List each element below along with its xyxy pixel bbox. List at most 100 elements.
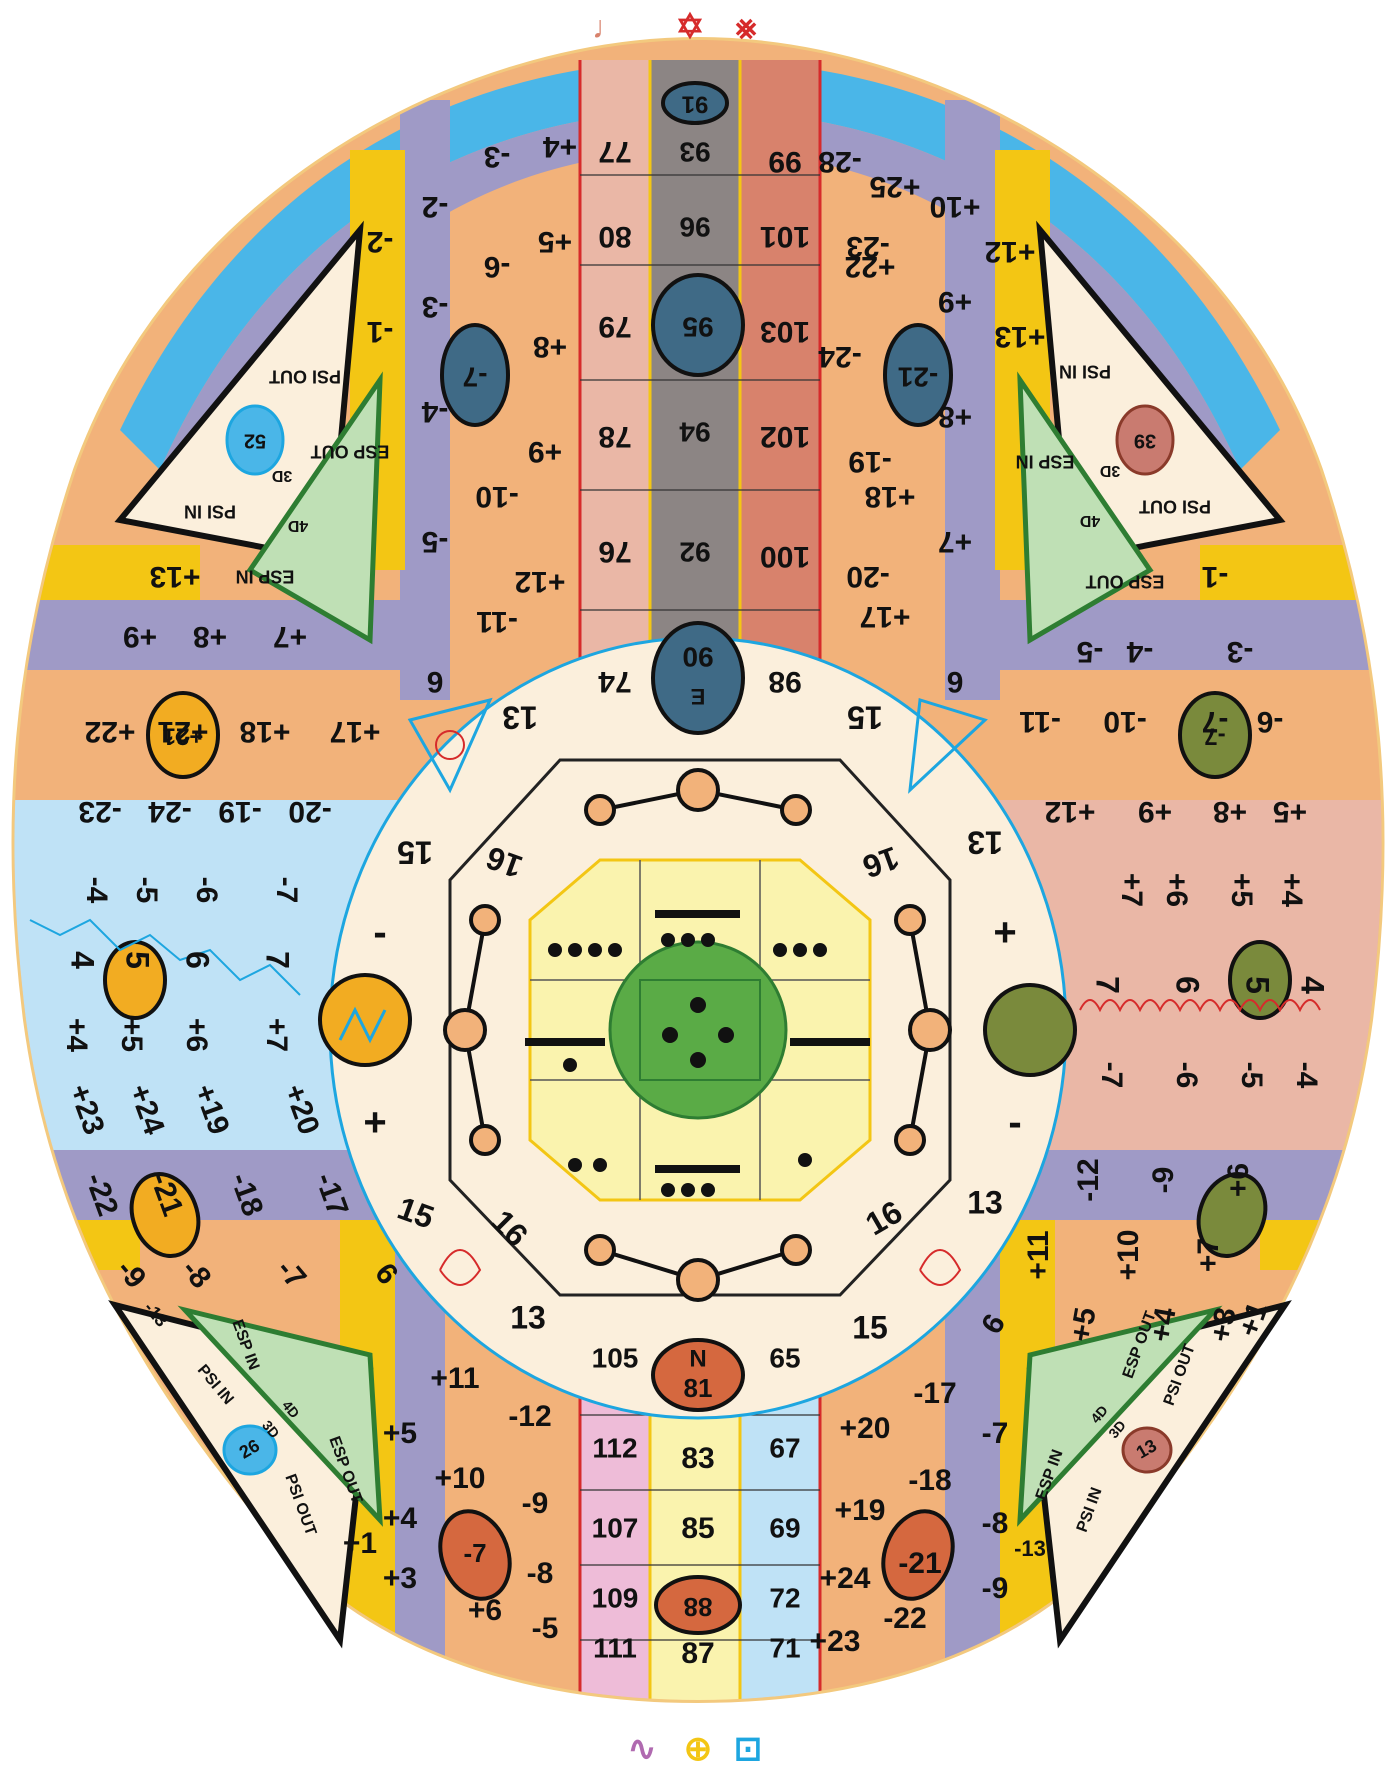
- region-label: 90: [682, 642, 713, 673]
- region-label: +9: [123, 620, 157, 653]
- region-label: +9: [528, 435, 562, 468]
- region-label: ESP IN: [1016, 451, 1075, 471]
- region-label: -21: [898, 1547, 941, 1580]
- region-label: 6: [1170, 976, 1206, 994]
- region-label: +13: [995, 320, 1046, 353]
- region-label: +7: [938, 525, 972, 558]
- region-label: +6: [1160, 873, 1193, 907]
- region-label: +3: [383, 1562, 417, 1595]
- region-label: PSI OUT: [1139, 496, 1211, 516]
- region-label: 4: [1295, 976, 1331, 994]
- region-label: 92: [679, 537, 710, 568]
- region-label: -4: [421, 395, 448, 428]
- region-label: 13: [967, 1184, 1003, 1220]
- region-label: -11: [476, 605, 518, 638]
- region-label: +17: [330, 715, 381, 748]
- region-label: -22: [883, 1602, 926, 1635]
- region-label: -1: [1202, 560, 1229, 593]
- region-label: 109: [592, 1582, 639, 1613]
- region-label: -18: [908, 1464, 951, 1497]
- region-label: +5: [538, 225, 572, 258]
- region-label: -10: [475, 480, 518, 513]
- region-label: +23: [810, 1625, 861, 1658]
- region-label: PSI IN: [1059, 361, 1111, 381]
- region-label: 15: [847, 700, 883, 736]
- region-label: -: [373, 911, 386, 955]
- region-label: 77: [598, 135, 631, 168]
- region-label: 4D: [288, 517, 308, 534]
- region-label: -20: [846, 560, 889, 593]
- region-label: -9: [1147, 1167, 1180, 1194]
- region-label: -5: [532, 1612, 559, 1645]
- region-label: 7: [1090, 976, 1126, 994]
- region-label: 99: [768, 145, 801, 178]
- region-label: 87: [681, 1637, 714, 1670]
- region-label: 83: [681, 1442, 714, 1475]
- region-label: -5: [1235, 1062, 1268, 1089]
- region-label: 3D: [1100, 462, 1120, 479]
- region-label: -5: [130, 877, 163, 904]
- region-label: 94: [679, 417, 711, 448]
- region-label: 4: [65, 951, 101, 969]
- region-label: +: [363, 1101, 386, 1145]
- region-label: 5: [120, 951, 156, 969]
- region-label: -19: [848, 445, 891, 478]
- region-label: 105: [592, 1342, 639, 1373]
- region-label: +6: [180, 1018, 213, 1052]
- region-label: 98: [768, 665, 801, 698]
- region-label: 6: [180, 951, 216, 969]
- region-label: -7: [982, 1417, 1009, 1450]
- region-label: -23: [78, 795, 121, 828]
- region-label: -8: [982, 1507, 1009, 1540]
- region-label: 111: [593, 1632, 637, 1663]
- region-label: +18: [240, 715, 291, 748]
- region-label: 103: [760, 315, 810, 348]
- region-label: +18: [865, 480, 916, 513]
- region-label: ESP IN: [236, 566, 295, 586]
- region-label: -28: [818, 145, 861, 178]
- region-label: -5: [1077, 635, 1104, 668]
- bottom-symbol-left: ∿: [628, 1730, 657, 1768]
- region-label: +9: [1138, 795, 1172, 828]
- region-label: +10: [435, 1462, 486, 1495]
- region-label: 7: [260, 951, 296, 969]
- region-label: -6: [190, 877, 223, 904]
- region-label: -23: [846, 230, 889, 263]
- region-label: +24: [820, 1562, 871, 1595]
- region-label: -19: [218, 795, 261, 828]
- top-symbol-right: ⨳: [735, 8, 756, 46]
- region-label: -11: [1019, 705, 1061, 738]
- region-label: -24: [148, 795, 192, 828]
- top-symbol-left: ♩: [592, 9, 624, 45]
- region-label: -7: [463, 1538, 486, 1568]
- region-label: 102: [760, 420, 810, 453]
- region-label: 112: [592, 1432, 637, 1463]
- region-label: 39: [1134, 430, 1156, 452]
- region-label: +8: [938, 400, 972, 433]
- region-label: 3D: [272, 467, 292, 484]
- triangle-lower-right: [1020, 1305, 1285, 1640]
- region-label: N: [689, 1345, 706, 1372]
- region-label: -6: [1257, 705, 1284, 738]
- region-label: +7: [260, 1018, 293, 1052]
- region-label: -21: [898, 362, 938, 393]
- region-label: 4D: [1080, 512, 1100, 529]
- region-label: +6: [468, 1594, 502, 1627]
- region-label: +11: [1022, 1230, 1055, 1279]
- region-label: -: [1008, 1101, 1021, 1145]
- region-label: -13: [1014, 1536, 1046, 1561]
- region-label: -9: [522, 1487, 549, 1520]
- region-label: +9: [938, 285, 972, 318]
- region-label: -2: [422, 190, 449, 223]
- region-label: -3: [484, 140, 511, 173]
- region-label: +5: [1225, 873, 1258, 907]
- region-label: 96: [679, 212, 710, 243]
- top-symbol-center: ✡: [676, 8, 705, 46]
- region-label: 101: [760, 220, 810, 253]
- region-label: -7: [270, 877, 303, 904]
- region-label: +13: [150, 560, 201, 593]
- region-label: 74: [598, 665, 632, 698]
- side-oval-label: +21: [163, 723, 204, 750]
